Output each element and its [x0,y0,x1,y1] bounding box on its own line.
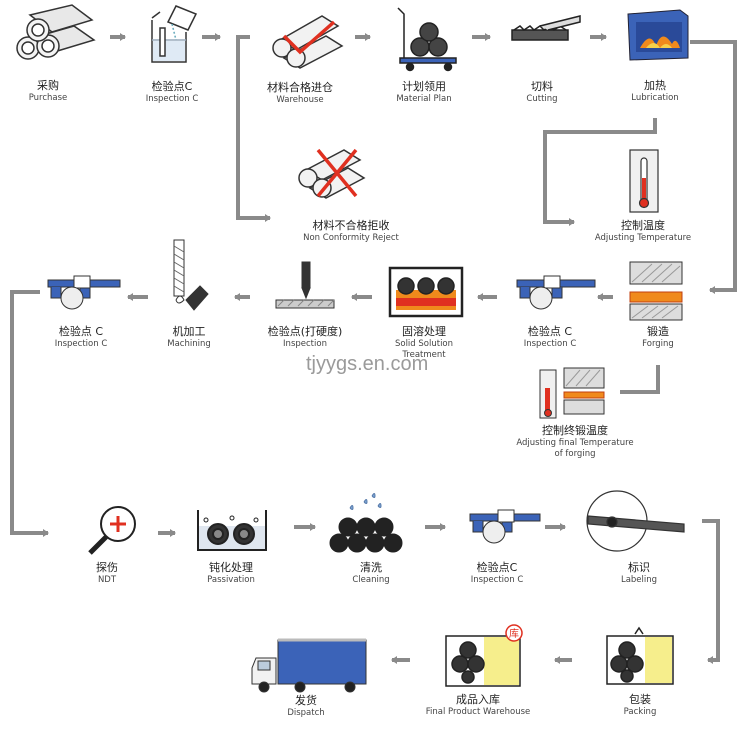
step-inspection-4: 检验点C Inspection C [432,561,562,586]
step-labeling: 标识 Labeling [574,561,704,586]
step-label-en: Purchase [28,93,68,103]
step-reject: 材料不合格拒收 Non Conformity Reject [286,219,416,244]
step-label-en-line2: Treatment [402,350,446,360]
step-label-cn: 控制温度 [621,219,665,232]
step-label-cn: 机加工 [172,325,206,338]
step-ndt: 探伤 NDT [42,561,172,586]
step-label-en: Inspection C [523,339,577,349]
connectors [10,33,737,664]
watermark: tjyygs.en.com [306,353,429,375]
step-label-en-line2: of forging [554,449,596,459]
step-label-en: Inspection C [470,575,524,585]
step-label-en: Labeling [620,575,658,585]
thermometer-icon [629,149,659,213]
step-label-en: Lubrication [631,93,679,103]
step-inspection-3: 检验点 C Inspection C [16,325,146,350]
step-label-en: NDT [97,575,117,585]
step-label-cn: 发货 [295,694,317,707]
step-label-en: Solid Solution [394,339,454,349]
step-warehouse: 材料合格进仓 Warehouse [235,81,365,106]
step-label-en: Inspection C [145,94,199,104]
pipes-icon [16,4,96,60]
step-solid-solution: 固溶处理 Solid Solution Treatment [359,325,489,361]
step-label-cn: 成品入库 [456,693,500,706]
step-label-cn: 固溶处理 [402,325,446,338]
step-label-en: Final Product Warehouse [425,707,531,717]
step-label-cn: 材料不合格拒收 [312,219,390,232]
labeling-icon [586,490,685,552]
saw-icon [511,15,581,41]
step-label-cn: 材料合格进仓 [267,81,333,94]
step-label-cn: 检验点 C [58,325,104,338]
step-label-cn: 检验点(打硬度) [267,325,343,338]
step-inspection-2: 检验点 C Inspection C [485,325,615,350]
caliper-icon-3 [469,509,541,544]
forging-press-icon [629,261,683,321]
step-material-plan: 计划领用 Material Plan [359,80,489,105]
step-label-cn: 锻造 [647,325,669,338]
step-label-cn: 钝化处理 [209,561,253,574]
final-warehouse-icon: 库 [445,624,523,687]
step-label-cn: 检验点C [476,561,518,574]
step-label-cn: 标识 [628,561,650,574]
step-label-en: Adjusting final Temperature [516,438,634,448]
step-label-en: Cleaning [352,575,390,585]
step-label-en: Cutting [526,94,558,104]
final-temp-icon [539,367,605,419]
step-label-cn: 包装 [629,693,651,706]
step-adjust-final-temperature: 控制终锻温度 Adjusting final Temperature of fo… [510,424,640,460]
beaker-icon [151,5,198,63]
step-label-en: Forging [642,339,674,349]
step-label-en: Inspection C [54,339,108,349]
step-label-cn: 切料 [531,80,553,93]
step-label-cn: 控制终锻温度 [542,424,608,437]
packing-box-icon [606,626,674,685]
caliper-icon-2 [47,275,121,310]
machining-icon [173,239,209,311]
hardness-test-icon [275,261,335,309]
step-final-warehouse: 成品入库 Final Product Warehouse [413,693,543,718]
step-label-cn: 清洗 [360,561,382,574]
step-lubrication: 加热 Lubrication [590,79,720,104]
step-label-en: Packing [623,707,657,717]
cleaning-icon [329,493,403,553]
step-cleaning: 清洗 Cleaning [306,561,436,586]
magnifier-icon [88,506,136,555]
step-machining: 机加工 Machining [124,325,254,350]
step-cutting: 切料 Cutting [477,80,607,105]
step-label-en: Inspection [283,339,327,349]
cart-icon [397,7,457,72]
step-dispatch: 发货 Dispatch [241,694,371,719]
step-label-cn: 计划领用 [402,80,446,93]
step-forging: 锻造 Forging [593,325,723,350]
warehouse-check-icon [272,15,344,69]
truck-icon [251,638,367,693]
step-label-en: Passivation [207,575,255,585]
passivation-tank-icon [197,510,267,551]
step-packing: 包装 Packing [575,693,705,718]
step-label-cn: 检验点 C [527,325,573,338]
step-inspection-1: 检验点C Inspection C [107,80,237,105]
step-adjust-temperature: 控制温度 Adjusting Temperature [578,219,708,244]
step-passivation: 钝化处理 Passivation [166,561,296,586]
furnace-icon [627,9,689,61]
solution-furnace-icon [388,266,464,318]
reject-x-icon [298,148,366,199]
stamp-text: 库 [509,627,519,640]
step-label-cn: 检验点C [151,80,193,93]
step-label-en: Material Plan [396,94,452,104]
caliper-icon [516,275,596,310]
step-label-cn: 采购 [37,79,59,92]
step-label-cn: 加热 [644,79,666,92]
step-purchase: 采购 Purchase [0,79,113,104]
step-label-en: Machining [167,339,211,349]
step-label-cn: 探伤 [96,561,118,574]
step-label-en: Warehouse [276,95,324,105]
step-label-en: Non Conformity Reject [303,233,399,243]
step-label-en: Dispatch [287,708,325,718]
step-label-en: Adjusting Temperature [594,233,692,243]
step-hardness-inspection: 检验点(打硬度) Inspection [240,325,370,350]
